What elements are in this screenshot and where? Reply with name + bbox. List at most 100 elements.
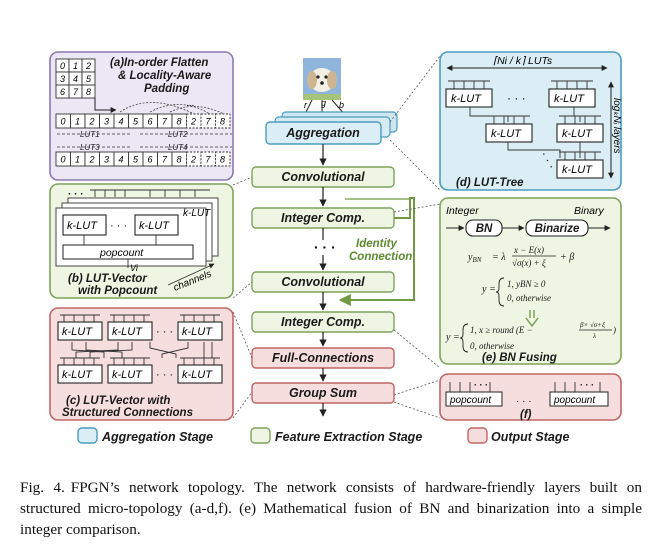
e-integer-label: Integer	[446, 205, 479, 217]
f-popcount-2: popcount	[553, 395, 596, 406]
group-sum-box: Group Sum	[289, 386, 357, 400]
panel-e-bn-fusing: Integer Binary BN Binarize yBN = λ x − E…	[439, 197, 622, 365]
legend-swatch-aggregation	[77, 427, 98, 444]
e-binarize-box: Binarize	[535, 223, 580, 235]
d-title: (d) LUT-Tree	[456, 177, 524, 189]
eq1-eq: = λ	[492, 252, 506, 263]
rgb-b: b	[339, 100, 344, 110]
eq3-close: )	[612, 325, 616, 335]
d-dots-top: · · ·	[507, 91, 526, 105]
eq3-case2: 0, otherwise	[470, 341, 514, 351]
legend: Aggregation Stage Feature Extraction Sta…	[77, 427, 570, 444]
grid-cell-label: 5	[86, 74, 92, 84]
d-klut-label: k-LUT	[491, 128, 522, 140]
eq3-lhs: y =	[445, 332, 460, 343]
row-cell	[215, 113, 231, 129]
row-cell-label: 4	[119, 117, 124, 127]
grid-cell-label: 1	[73, 61, 78, 71]
grid-cell-label: 2	[85, 61, 91, 71]
d-klut-label: k-LUT	[562, 164, 593, 176]
grid-cell-label: 6	[60, 87, 65, 97]
b-popcount: popcount	[99, 247, 144, 259]
row-cell-label: 2	[190, 117, 196, 127]
d-klut-box	[485, 123, 533, 143]
row-cell-label: 8	[220, 117, 225, 127]
flow-ellipsis: · · ·	[314, 239, 336, 255]
identity-connection-label-2: Connection	[349, 251, 412, 263]
panel-a-title-2: & Locality-Aware	[118, 70, 212, 82]
c-row1-klut-box	[57, 321, 103, 341]
c-row1-klut-label: k-LUT	[112, 326, 143, 338]
identity-connection-label-1: Identity	[356, 238, 397, 250]
c-row2-klut-label: k-LUT	[182, 369, 213, 381]
row-cell-label: 1	[75, 155, 80, 165]
row-cell-label: 5	[133, 155, 139, 165]
rgb-g: g	[321, 98, 326, 108]
grid-cell-label: 0	[60, 61, 65, 71]
row-cell-label: 8	[220, 155, 225, 165]
c-row1-klut-dots: · · ·	[156, 326, 173, 338]
c-row1-klut-box	[177, 321, 223, 341]
row-cell-label: 7	[162, 155, 168, 165]
c-row1-klut-box	[107, 321, 153, 341]
d-klut-label: k-LUT	[451, 93, 482, 105]
grid-cell	[81, 84, 96, 99]
rgb-r: r	[304, 100, 308, 110]
panel-a-title-3: Padding	[144, 83, 189, 95]
c-title-1: (c) LUT-Vector with	[66, 395, 170, 407]
c-row2-klut-dots: · · ·	[156, 369, 173, 381]
legend-feature: Feature Extraction Stage	[275, 430, 422, 444]
eq1-den: √σ(x) + ξ	[512, 258, 546, 268]
eq1-num: x − E(x)	[513, 245, 544, 255]
legend-swatch-output	[467, 427, 488, 444]
eq3-frac-den: λ	[592, 332, 596, 340]
f-dots-right: · · ·	[580, 380, 594, 390]
row-cell-label: 0	[61, 117, 66, 127]
full-connections-box: Full-Connections	[272, 351, 374, 365]
callout-lines	[232, 55, 441, 419]
row-cell-label: 3	[104, 117, 109, 127]
grid-cell-label: 3	[60, 74, 65, 84]
d-klut-box	[556, 159, 604, 179]
c-row1-klut-label: k-LUT	[62, 326, 93, 338]
d-side-label: logₖNᵢ layers	[611, 98, 622, 154]
grid-cell-label: 4	[73, 74, 78, 84]
f-dots-left: · · ·	[474, 380, 488, 390]
lut4-label: LUT4	[168, 143, 188, 152]
caption-text: FPGN’s network topology. The network con…	[20, 479, 642, 538]
b-title-1: (b) LUT-Vector	[68, 273, 147, 285]
legend-output: Output Stage	[491, 430, 570, 444]
lut1-label: LUT1	[80, 130, 100, 139]
eq2-case2: 0, otherwise	[507, 293, 551, 303]
row-cell-label: 6	[148, 155, 153, 165]
eq2-case1: 1, yBN ≥ 0	[507, 279, 546, 289]
convolutional-box-2: Convolutional	[281, 275, 365, 289]
row-cell-label: 7	[162, 117, 168, 127]
e-title: (e) BN Fusing	[482, 352, 557, 364]
row-cell-label: 1	[75, 117, 80, 127]
row-cell-label: 8	[177, 155, 182, 165]
d-klut-label: k-LUT	[562, 128, 593, 140]
lut3-label: LUT3	[80, 143, 100, 152]
d-klut-box	[548, 88, 596, 108]
lut2-label: LUT2	[168, 130, 188, 139]
convolutional-box-1: Convolutional	[281, 170, 365, 184]
panel-a-dots: ...	[186, 98, 194, 109]
row-cell-label: 8	[177, 117, 182, 127]
center-flow: r g b Aggregation Convolutional Integer …	[251, 58, 415, 417]
row-cell-label: 5	[133, 117, 139, 127]
integer-comp-box-1: Integer Comp.	[281, 211, 365, 225]
row-cell	[215, 151, 231, 167]
e-bn-box: BN	[476, 223, 493, 235]
f-dots-mid: · · ·	[516, 396, 532, 407]
eq3-case1: 1, x ≥ round (E −	[470, 325, 533, 335]
b-klut-1: k-LUT	[67, 220, 98, 232]
row-cell-label: 7	[206, 155, 212, 165]
row-cell-label: 2	[89, 117, 95, 127]
